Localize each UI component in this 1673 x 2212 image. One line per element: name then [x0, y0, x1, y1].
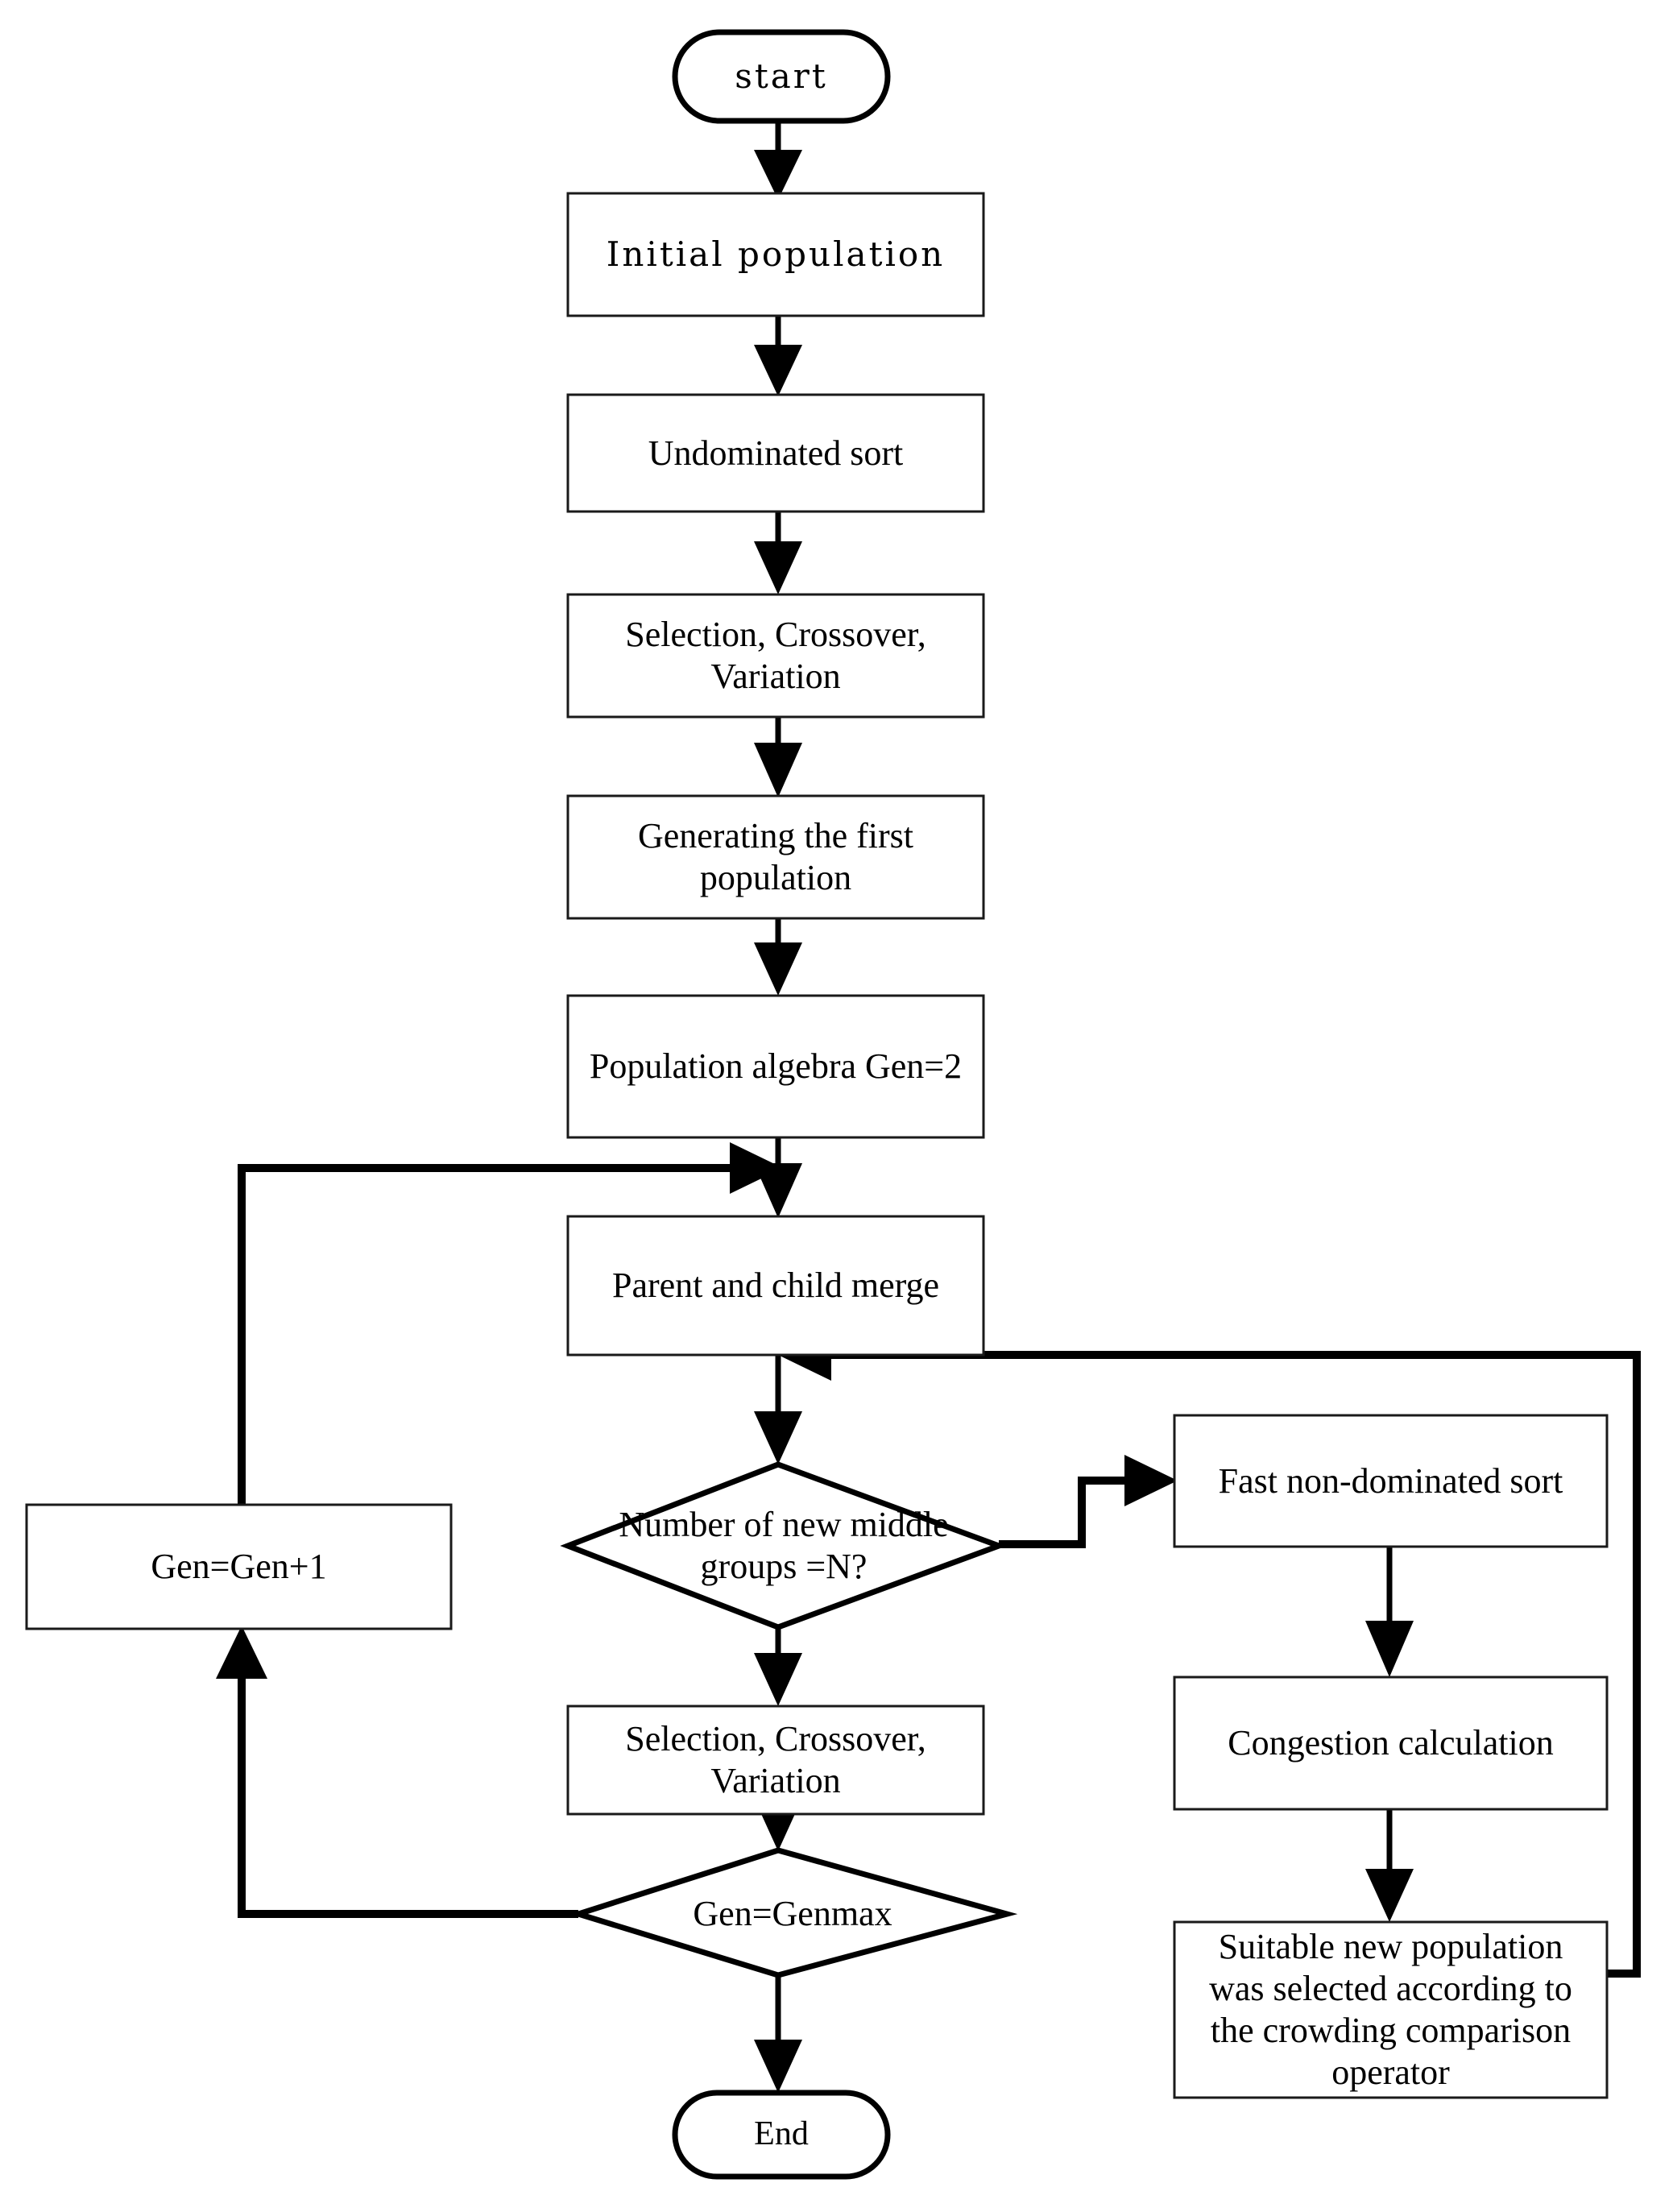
node-generating-first-population[interactable] — [566, 794, 985, 920]
node-selection-crossover-variation-top[interactable] — [566, 593, 985, 719]
node-decision-gen-genmax[interactable] — [569, 1847, 1018, 1978]
edge-population-algebra-to-parent-child-merge — [754, 1137, 802, 1218]
edge-decision-groups-to-fast-non-dominated-sort — [999, 1455, 1178, 1548]
node-selection-crossover-variation-bottom[interactable] — [566, 1705, 985, 1816]
node-initial-population[interactable] — [566, 192, 985, 317]
node-decision-groups-equals-n[interactable] — [560, 1461, 1008, 1630]
edge-initial-population-to-undominated-sort — [754, 316, 802, 396]
edge-undominated-sort-to-selection-crossover-variation — [754, 512, 802, 594]
node-undominated-sort[interactable] — [566, 393, 985, 513]
node-end[interactable] — [672, 2090, 891, 2180]
node-population-algebra[interactable] — [566, 994, 985, 1139]
edge-congestion-calculation-to-suitable-population — [1365, 1809, 1414, 1922]
edge-start-to-initial-population — [754, 119, 802, 200]
node-fast-non-dominated-sort[interactable] — [1173, 1414, 1609, 1548]
node-suitable-population[interactable] — [1173, 1920, 1609, 2099]
node-parent-child-merge[interactable] — [566, 1215, 985, 1357]
edge-generating-first-population-to-population-algebra — [754, 918, 802, 996]
node-gen-increment[interactable] — [25, 1503, 453, 1630]
node-start[interactable] — [672, 29, 891, 124]
edge-gen-genmax-to-end — [754, 1975, 802, 2093]
node-congestion-calculation[interactable] — [1173, 1676, 1609, 1811]
edge-gen-genmax-to-gen-increment — [216, 1626, 578, 1918]
edge-fast-non-dominated-sort-to-congestion-calculation — [1365, 1547, 1414, 1677]
edge-parent-child-merge-to-decision-groups — [754, 1355, 802, 1464]
edge-gen-increment-to-parent-child-merge — [238, 1142, 783, 1505]
edge-selection-crossover-variation-to-generating-first-population — [754, 717, 802, 797]
edge-decision-groups-to-selection-crossover-variation-bottom — [754, 1627, 802, 1706]
